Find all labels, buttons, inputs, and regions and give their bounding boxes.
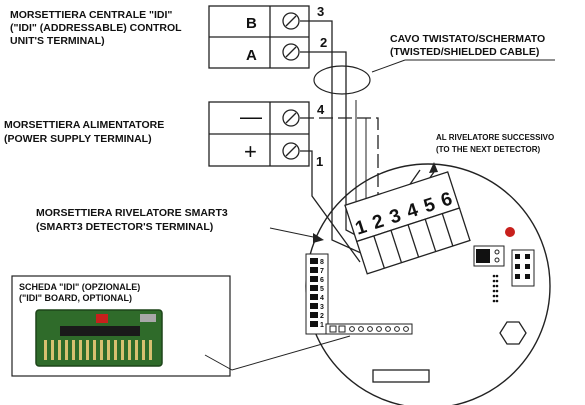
arrow-icon — [313, 233, 324, 243]
detector-terminal-block: 1 2 3 4 5 6 — [344, 171, 471, 275]
pin-strip — [492, 274, 499, 303]
hex-screw-icon — [499, 321, 527, 345]
idi-board-image — [35, 309, 163, 367]
detector-label-1: MORSETTIERA RIVELATORE SMART3 — [36, 207, 228, 219]
dip-switch — [305, 253, 329, 335]
next-detector-label-2: (TO THE NEXT DETECTOR) — [436, 145, 540, 154]
screw-icon — [282, 43, 300, 61]
terminal-b-label: B — [246, 15, 257, 32]
jumper-block — [473, 245, 505, 267]
screw-icon — [282, 142, 300, 160]
control-unit-label-2: ("IDI" (ADDRESSABLE) CONTROL — [10, 22, 182, 34]
wire-1-label: 1 — [316, 154, 323, 169]
dip-switch-number: 5 — [320, 286, 324, 293]
dip-switch-number: 2 — [320, 313, 324, 320]
wire-3 — [300, 20, 373, 259]
wire-3-label: 3 — [317, 4, 324, 19]
dip-switch-number: 6 — [320, 277, 324, 284]
pin-header — [325, 323, 413, 335]
detector-label-2: (SMART3 DETECTOR'S TERMINAL) — [36, 221, 213, 233]
screw-icon — [282, 12, 300, 30]
wire-1 — [300, 150, 361, 263]
minus-symbol: — — [240, 104, 262, 129]
terminal-a-label: A — [246, 47, 257, 64]
control-unit-label-1: MORSETTIERA CENTRALE "IDI" — [10, 9, 172, 21]
screw-icon — [282, 109, 300, 127]
board-label-2: ("IDI" BOARD, OPTIONAL) — [19, 293, 132, 303]
twisted-cable-ring — [313, 65, 371, 95]
plus-symbol: + — [244, 139, 257, 164]
dip-switch-number: 7 — [320, 268, 324, 275]
dip-switch-number: 8 — [320, 259, 324, 266]
connector-grid — [511, 249, 535, 287]
dip-switch-number: 4 — [320, 295, 324, 302]
dip-switch-number: 1 — [320, 322, 324, 329]
control-unit-label-3: UNIT'S TERMINAL) — [10, 35, 105, 47]
wire-4-label: 4 — [317, 102, 325, 117]
cable-label-1: CAVO TWISTATO/SCHERMATO — [390, 33, 545, 45]
next-detector-label-1: AL RIVELATORE SUCCESSIVO — [436, 133, 554, 142]
board-pointer-line — [204, 335, 351, 371]
dip-switch-number: 3 — [320, 304, 324, 311]
power-supply-label-2: (POWER SUPPLY TERMINAL) — [4, 133, 152, 145]
power-supply-label-1: MORSETTIERA ALIMENTATORE — [4, 119, 164, 131]
cable-label-2: (TWISTED/SHIELDED CABLE) — [390, 46, 539, 58]
red-led — [505, 227, 515, 237]
board-label-1: SCHEDA "IDI" (OPZIONALE) — [19, 282, 140, 292]
base-slot — [372, 369, 430, 383]
wire-2-label: 2 — [320, 35, 327, 50]
